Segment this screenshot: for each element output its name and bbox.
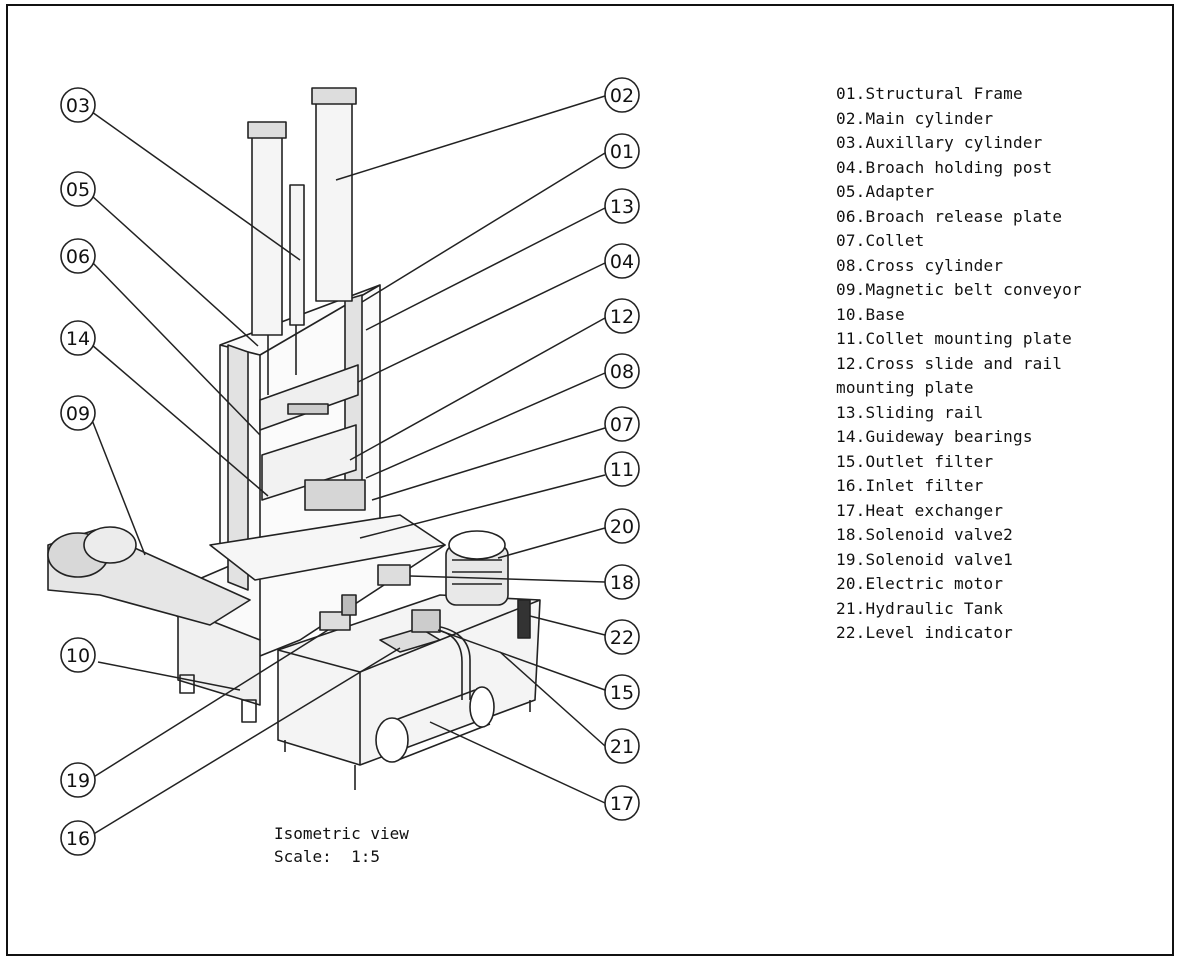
legend-item: 18.Solenoid valve2 [836,525,1013,544]
electric-motor [445,530,509,606]
callout-07: 07 [604,406,640,442]
legend-item: 17.Heat exchanger [836,500,1004,520]
heat-exchanger [375,686,495,763]
svg-text:10: 10 [66,645,90,667]
callout-16: 16 [60,820,96,856]
svg-text:19: 19 [66,770,90,792]
svg-text:13: 13 [610,196,634,218]
callout-15: 15 [604,674,640,710]
svg-text:17: 17 [610,793,634,815]
callout-09: 09 [60,395,96,431]
svg-text:11: 11 [610,459,634,481]
callout-05: 05 [60,171,96,207]
callout-01: 01 [604,133,640,169]
svg-text:07: 07 [610,414,634,436]
magnetic-belt-conveyor [47,526,251,626]
callout-11: 11 [604,451,640,487]
legend-item: 03.Auxillary cylinder [836,133,1043,152]
svg-text:09: 09 [66,403,90,425]
callout-10: 10 [60,637,96,673]
legend-item: 14.Guideway bearings [836,427,1033,446]
cylinders [247,87,357,395]
view-title: Isometric view [274,824,409,843]
svg-text:15: 15 [610,682,634,704]
callout-03: 03 [60,87,96,123]
callout-20: 20 [604,508,640,544]
legend-item: 20.Electric motor [836,574,1004,593]
legend-item: 21.Hydraulic Tank [836,598,1004,618]
legend-item: 11.Collet mounting plate [836,329,1072,348]
callout-17: 17 [604,785,640,821]
parts-legend: 01.Structural Frame 02.Main cylinder 03.Au… [836,82,1082,646]
svg-text:06: 06 [66,246,90,268]
svg-text:18: 18 [610,572,634,594]
drawing-frame [6,4,1174,956]
legend-item: 10.Base [836,304,905,324]
view-caption: Isometric view Scale: 1:5 [274,822,409,868]
svg-text:08: 08 [610,361,634,383]
base-platform [149,544,446,723]
structural-frame [209,284,446,640]
legend-item: 19.Solenoid valve1 [836,549,1013,569]
callout-08: 08 [604,353,640,389]
svg-text:21: 21 [610,736,634,758]
callout-12: 12 [604,298,640,334]
legend-item: 02.Main cylinder [836,108,994,128]
leader-lines [91,95,606,836]
legend-item: 08.Cross cylinder [836,255,1004,275]
legend-item: 22.Level indicator [836,623,1013,642]
callout-18: 18 [604,564,640,600]
legend-item: 05.Adapter [836,182,935,201]
legend-item: mounting plate [836,378,974,397]
svg-text:16: 16 [66,828,90,850]
callout-06: 06 [60,238,96,274]
legend-item: 01.Structural Frame [836,84,1023,103]
legend-item: 04.Broach holding post [836,157,1053,177]
callout-21: 21 [604,728,640,764]
callout-19: 19 [60,762,96,798]
legend-item: 16.Inlet filter [836,476,984,495]
legend-item: 15.Outlet filter [836,451,994,471]
callout-13: 13 [604,188,640,224]
svg-text:20: 20 [610,516,634,538]
callout-14: 14 [60,320,96,356]
svg-text:02: 02 [610,85,634,107]
callout-02: 02 [604,77,640,113]
svg-text:12: 12 [610,306,634,328]
svg-text:03: 03 [66,95,90,117]
legend-item: 12.Cross slide and rail [836,353,1063,373]
hydraulic-tank [277,594,541,790]
legend-item: 07.Collet [836,231,925,250]
svg-text:05: 05 [66,179,90,201]
callout-22: 22 [604,619,640,655]
legend-item: 09.Magnetic belt conveyor [836,280,1082,299]
svg-text:04: 04 [610,251,634,273]
legend-item: 13.Sliding rail [836,402,984,422]
view-scale: Scale: 1:5 [274,847,380,866]
svg-text:01: 01 [610,141,634,163]
svg-text:14: 14 [66,328,90,350]
legend-item: 06.Broach release plate [836,206,1063,226]
solenoid-valves [319,564,411,631]
svg-text:22: 22 [610,627,634,649]
callout-04: 04 [604,243,640,279]
